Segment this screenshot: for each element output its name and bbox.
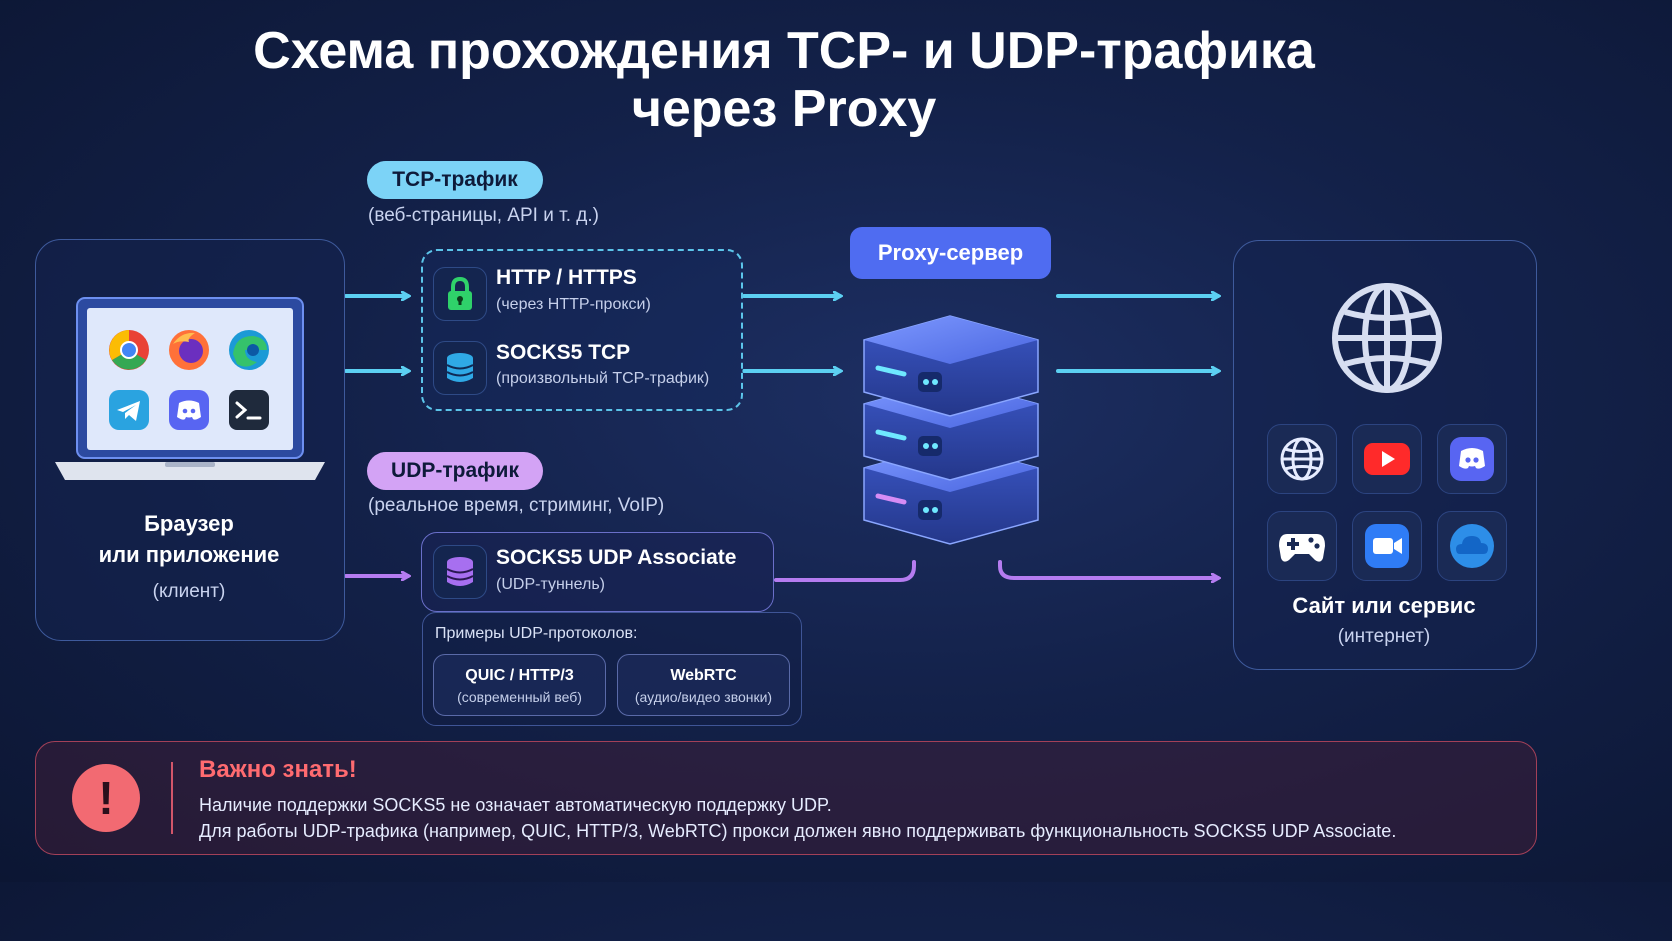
service-title: Сайт или сервис (1292, 593, 1476, 618)
server-unit-top (863, 315, 1039, 417)
socks-tcp-icon-box (433, 341, 487, 395)
socks5-tcp-title: SOCKS5 TCP (496, 341, 631, 364)
http-https-title: HTTP / HTTPS (496, 266, 637, 289)
service-games (1267, 511, 1337, 581)
udp-traffic-subtitle: (реальное время, стриминг, VoIP) (368, 495, 665, 516)
udp-traffic-label: UDP-трафик (367, 452, 543, 490)
client-app-grid (107, 328, 271, 432)
tcp-traffic-label: TCP-трафик (367, 161, 543, 199)
lock-icon-box (433, 267, 487, 321)
gamepad-icon (1279, 534, 1325, 562)
client-title-line-1: Браузер (144, 511, 234, 536)
http-https-subtitle: (через HTTP-прокси) (496, 296, 651, 313)
chrome-icon (109, 330, 149, 370)
udp-examples-title: Примеры UDP-протоколов: (435, 625, 638, 642)
service-subtitle: (интернет) (1337, 626, 1431, 647)
youtube-icon (1364, 443, 1410, 475)
terminal-icon (229, 390, 269, 430)
telegram-icon (109, 390, 149, 430)
client-title: Браузер или приложение (35, 508, 343, 570)
flow-arrows (344, 0, 1568, 882)
database-icon (446, 353, 474, 382)
service-globe (1267, 424, 1337, 494)
service-discord (1437, 424, 1507, 494)
title-line-1: Схема прохождения TCP- и UDP-трафика (253, 22, 1315, 80)
socks5-udp-title: SOCKS5 UDP Associate (496, 546, 737, 569)
client-title-line-2: или приложение (98, 542, 280, 567)
tcp-traffic-subtitle: (веб-страницы, API и т. д.) (368, 205, 599, 226)
socks5-udp-subtitle: (UDP-туннель) (496, 576, 605, 593)
warning-line-2: Для работы UDP-трафика (например, QUIC, … (199, 821, 1397, 841)
arrow-udp-proxy (774, 560, 916, 582)
firefox-icon (169, 330, 209, 370)
page-title: Схема прохождения TCP- и UDP-трафика чер… (0, 22, 1568, 138)
database-icon (446, 557, 474, 586)
title-line-2: через Proxy (631, 80, 937, 138)
warning-banner (35, 741, 1537, 855)
video-camera-icon (1365, 524, 1409, 568)
proxy-server-label: Proxy-сервер (850, 227, 1051, 279)
example-quic-title: QUIC / HTTP/3 (465, 667, 574, 684)
exclamation-icon: ! (72, 764, 140, 832)
globe-icon (1280, 437, 1324, 481)
example-quic: QUIC / HTTP/3 (современный веб) (433, 654, 606, 716)
service-youtube (1352, 424, 1422, 494)
lock-icon (448, 276, 472, 310)
warning-text: Наличие поддержки SOCKS5 не означает авт… (199, 792, 1396, 844)
discord-icon (169, 390, 209, 430)
example-quic-subtitle: (современный веб) (457, 689, 582, 705)
discord-icon (1450, 437, 1494, 481)
client-subtitle: (клиент) (152, 581, 226, 602)
warning-title: Важно знать! (199, 756, 357, 783)
example-webrtc-title: WebRTC (670, 667, 737, 684)
globe-icon (1332, 283, 1442, 393)
warning-line-1: Наличие поддержки SOCKS5 не означает авт… (199, 795, 832, 815)
service-video (1352, 511, 1422, 581)
service-app-grid (1267, 424, 1507, 581)
socks5-tcp-subtitle: (произвольный TCP-трафик) (496, 370, 710, 387)
udp-icon-box (433, 545, 487, 599)
example-webrtc: WebRTC (аудио/видео звонки) (617, 654, 790, 716)
cloud-icon (1450, 524, 1494, 568)
arrow-proxy-service-udp (998, 560, 1218, 578)
service-cloud (1437, 511, 1507, 581)
warning-divider (171, 762, 173, 834)
server-stack-icon (863, 315, 1039, 545)
example-webrtc-subtitle: (аудио/видео звонки) (634, 689, 773, 705)
edge-icon (229, 330, 269, 370)
